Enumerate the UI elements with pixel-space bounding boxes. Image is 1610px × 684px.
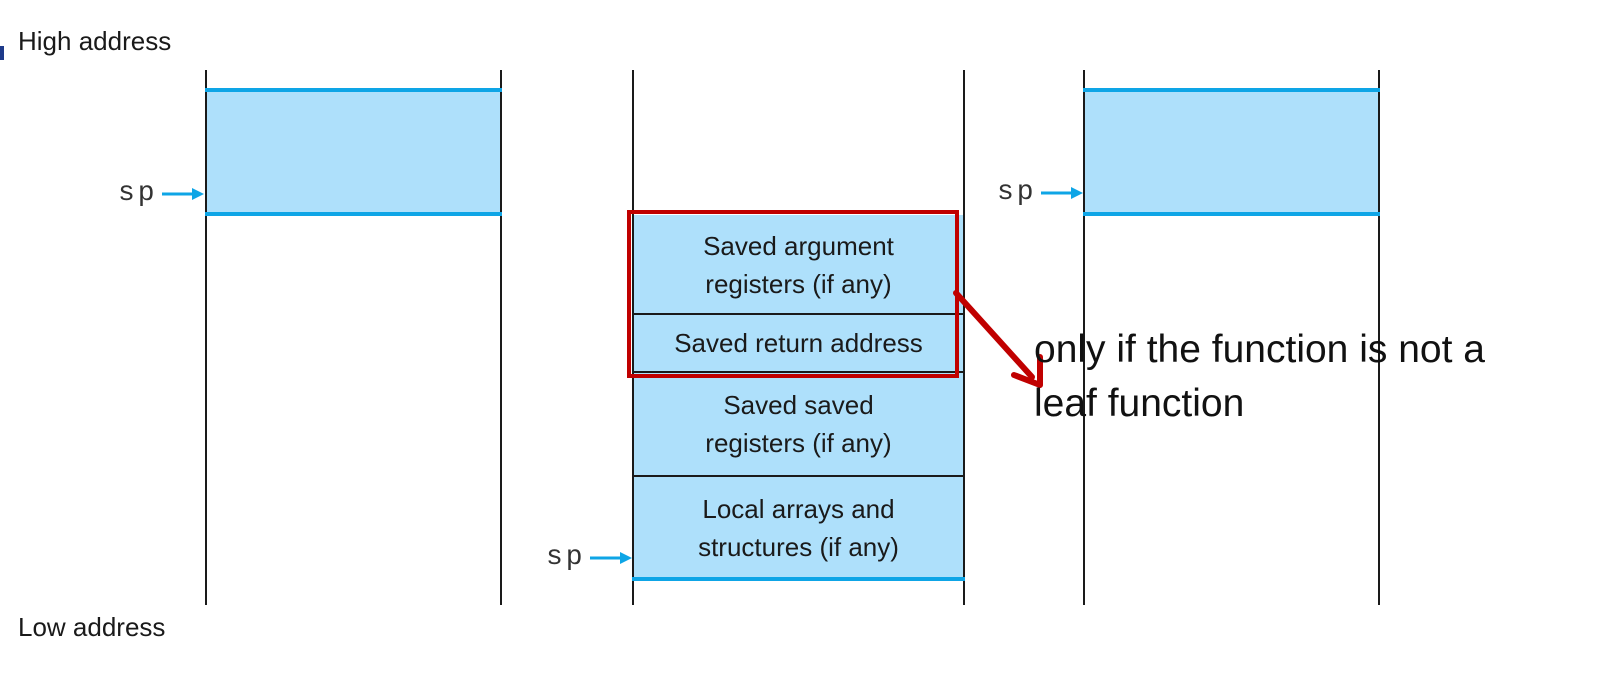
arrow-right-icon [589, 551, 632, 564]
saved-saved-registers-cell: Saved saved registers (if any) [634, 373, 963, 475]
sp-label: sp [118, 178, 158, 209]
stack-pointer-during: sp [546, 542, 632, 573]
annotation-text: only if the function is not a leaf funct… [1034, 328, 1485, 425]
saved-argument-registers-cell: Saved argument registers (if any) [634, 215, 963, 314]
saved-return-address-cell: Saved return address [634, 315, 963, 371]
local-arrays-cell: Local arrays and structures (if any) [634, 477, 963, 578]
cell-label: Saved return address [674, 328, 923, 358]
high-address-label: High address [18, 26, 172, 56]
stack-pointer-before: sp [118, 178, 204, 209]
cell-divider [632, 313, 965, 315]
stack-left-wall [632, 70, 634, 605]
arrow-right-icon [1040, 186, 1083, 199]
cell-label: Saved saved registers (if any) [705, 390, 892, 458]
frame-bottom-edge [205, 212, 502, 216]
annotation-arrow-icon [953, 290, 1043, 388]
sp-label: sp [546, 542, 586, 573]
arrow-right-icon [161, 187, 204, 200]
caller-frame [207, 90, 500, 214]
frame-bottom-edge [1083, 212, 1380, 216]
highlight-box [627, 210, 959, 378]
stack-right-wall [963, 70, 965, 605]
stack-right-wall [500, 70, 502, 605]
stack-right-wall [1378, 70, 1380, 605]
low-address-label: Low address [18, 612, 166, 642]
corner-marker [0, 46, 4, 60]
cell-divider [632, 475, 965, 477]
frame-bottom-edge [632, 577, 965, 581]
cell-label: Saved argument registers (if any) [703, 230, 894, 299]
frame-top-edge [1083, 88, 1380, 92]
cell-label: Local arrays and structures (if any) [698, 493, 899, 562]
caller-frame [1085, 90, 1378, 214]
frame-top-edge [205, 88, 502, 92]
cell-divider [632, 371, 965, 373]
stack-left-wall [205, 70, 207, 605]
stack-left-wall [1083, 70, 1085, 605]
stack-pointer-after: sp [997, 177, 1083, 208]
sp-label: sp [997, 177, 1037, 208]
